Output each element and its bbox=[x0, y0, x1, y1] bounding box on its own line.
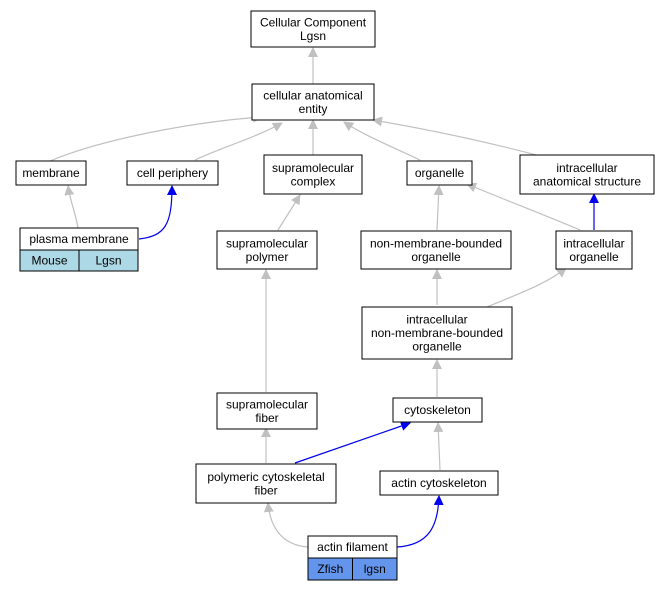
node-label-line: entity bbox=[299, 102, 328, 116]
node-label-line: Lgsn bbox=[300, 29, 326, 43]
edge-polyfiber-to-cytoskeleton[interactable] bbox=[294, 421, 411, 464]
node-label-line: non-membrane-bounded bbox=[371, 326, 503, 340]
node-actin-cytoskeleton[interactable]: actin cytoskeleton bbox=[379, 470, 499, 496]
edge-plasma-to-membrane bbox=[64, 185, 79, 229]
node-label-line: polymeric cytoskeletal bbox=[207, 470, 324, 484]
node-organelle[interactable]: organelle bbox=[406, 160, 473, 186]
edge-intraorg-to-organelle bbox=[466, 182, 581, 231]
node-label-line: cell periphery bbox=[137, 166, 208, 180]
node-label-line: fiber bbox=[255, 411, 278, 425]
node-label-line: Cellular Component bbox=[260, 15, 367, 29]
edge-actinfil-to-polyfiber bbox=[263, 502, 309, 548]
edge-membrane-to-anatomical bbox=[49, 112, 263, 162]
annotation-cell bbox=[78, 249, 139, 272]
annotation-label: Lgsn bbox=[95, 254, 121, 268]
annotation-actin-filament: Zfish lgsn bbox=[307, 557, 398, 581]
node-cytoskeleton[interactable]: cytoskeleton bbox=[392, 397, 483, 423]
annotation-plasma-membrane: Mouse Lgsn bbox=[19, 249, 139, 272]
annotation-label: lgsn bbox=[364, 562, 386, 576]
edges bbox=[49, 47, 599, 548]
node-label-line: non-membrane-bounded bbox=[370, 236, 502, 250]
edge-plasma-to-periphery[interactable] bbox=[138, 185, 177, 240]
node-label-line: polymer bbox=[246, 250, 289, 264]
node-label-line: actin cytoskeleton bbox=[391, 476, 486, 490]
node-label-line: intracellular bbox=[556, 161, 617, 175]
node-label-line: supramolecular bbox=[272, 161, 354, 175]
edge-intranonmem-to-intraorg bbox=[486, 267, 567, 308]
node-membrane[interactable]: membrane bbox=[15, 160, 87, 186]
node-label-line: organelle bbox=[411, 250, 461, 264]
node-label-line: plasma membrane bbox=[29, 232, 129, 246]
node-label-line: membrane bbox=[22, 166, 80, 180]
node-label-line: cytoskeleton bbox=[404, 403, 471, 417]
annotation-cell bbox=[352, 557, 398, 581]
node-label-line: complex bbox=[291, 174, 336, 188]
node-plasma-membrane[interactable]: plasma membrane bbox=[19, 227, 139, 251]
node-label-line: supramolecular bbox=[226, 397, 308, 411]
node-label-line: intracellular bbox=[406, 313, 467, 327]
node-intracellular-non-membrane-bounded-organelle[interactable]: intracellularnon-membrane-boundedorganel… bbox=[361, 306, 513, 360]
node-actin-filament[interactable]: actin filament bbox=[307, 535, 398, 559]
annotation-label: Zfish bbox=[317, 562, 343, 576]
node-label-line: supramolecular bbox=[226, 236, 308, 250]
node-label-line: organelle bbox=[415, 166, 465, 180]
node-label-line: organelle bbox=[412, 340, 462, 354]
node-label-line: cellular anatomical bbox=[263, 88, 362, 102]
edge-intraanat-to-anatomical bbox=[372, 116, 541, 157]
node-label-line: anatomical structure bbox=[533, 174, 641, 188]
edge-suprapolymer-to-supracomplex bbox=[277, 194, 301, 231]
node-label-line: actin filament bbox=[317, 540, 388, 554]
edge-organelle-to-anatomical bbox=[343, 121, 421, 161]
node-label-line: fiber bbox=[254, 483, 277, 497]
node-label-line: intracellular bbox=[563, 236, 624, 250]
edge-periphery-to-anatomical bbox=[194, 122, 283, 161]
node-cell-periphery[interactable]: cell periphery bbox=[126, 160, 219, 186]
annotation-label: Mouse bbox=[31, 254, 67, 268]
node-label-line: organelle bbox=[569, 250, 619, 264]
edge-nonmem-to-organelle bbox=[433, 185, 444, 231]
edge-actinfil-to-actincyto[interactable] bbox=[396, 495, 444, 548]
edge-actincyto-to-cytoskeleton bbox=[433, 422, 444, 471]
